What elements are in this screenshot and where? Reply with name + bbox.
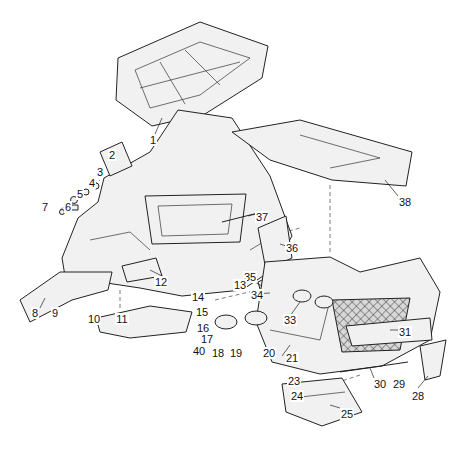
callout-number: 33: [283, 314, 297, 326]
lower-skirt: [96, 306, 192, 338]
trim-strip: [340, 362, 408, 372]
leader-lines: [40, 118, 428, 408]
callout-number: 14: [191, 291, 205, 303]
callout-number: 19: [229, 347, 243, 359]
skid-plate: [116, 22, 268, 126]
callout-number: 34: [250, 289, 264, 301]
bumper-trim: [346, 318, 432, 346]
callout-number: 24: [290, 390, 304, 402]
callout-number: 1: [149, 134, 157, 146]
corner-cover: [420, 340, 446, 380]
front-fender: [232, 120, 412, 186]
callout-number: 7: [41, 201, 49, 213]
callout-number: 38: [398, 196, 412, 208]
callout-number: 13: [233, 279, 247, 291]
callout-number: 31: [398, 326, 412, 338]
callout-number: 40: [192, 345, 206, 357]
callout-number: 29: [392, 378, 406, 390]
callout-number: 3: [96, 166, 104, 178]
callout-number: 10: [87, 313, 101, 325]
callout-number: 2: [108, 149, 116, 161]
callout-number: 30: [373, 378, 387, 390]
callout-number: 37: [255, 211, 269, 223]
front-bumper: [256, 257, 440, 374]
callout-number: 15: [195, 306, 209, 318]
callout-number: 9: [51, 307, 59, 319]
callout-number: 36: [285, 242, 299, 254]
callout-number: 20: [262, 347, 276, 359]
callout-number: 4: [88, 177, 96, 189]
callout-number: 25: [340, 408, 354, 420]
callout-number: 12: [154, 276, 168, 288]
callout-number: 21: [285, 352, 299, 364]
callout-number: 17: [200, 333, 214, 345]
callout-number: 5: [76, 188, 84, 200]
callout-number: 18: [211, 347, 225, 359]
side-cover: [100, 142, 132, 176]
callout-number: 8: [31, 307, 39, 319]
callout-number: 23: [287, 375, 301, 387]
callout-number: 28: [411, 390, 425, 402]
callout-number: 11: [115, 313, 128, 325]
headlights: [215, 290, 333, 329]
callout-number: 6: [64, 201, 72, 213]
